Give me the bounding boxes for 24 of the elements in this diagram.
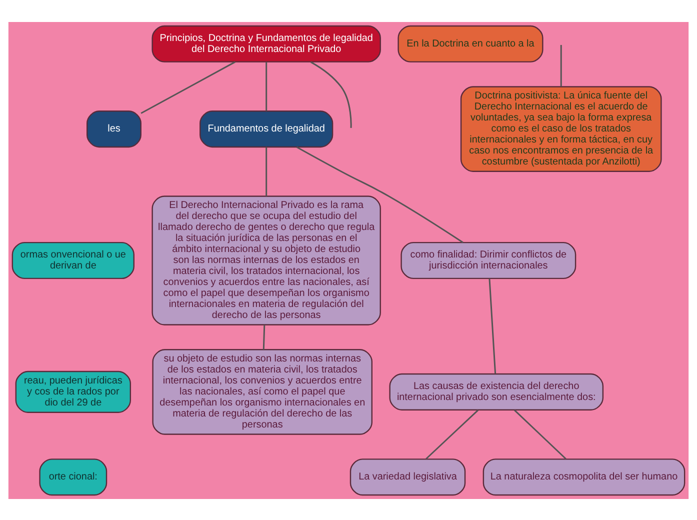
node-box: Las causas de existencia del derecho internacional privado son esencialmente dos: [389,372,604,410]
node-box: La variedad legislativa [350,458,466,496]
connector [140,60,236,114]
connector [266,146,268,196]
node-box: como finalidad: Dirimir conflictos de jurisdicción internacionales [400,241,576,279]
connector [488,278,496,374]
connector [262,324,266,350]
connector [426,409,479,459]
node-box: su objeto de estudio son las normas internas de los estados en materia civil, los tratados internacional, los convenios y acuerdos entre las nacionales, así como el papel que desempeñan los organismo internacionales en materia de regulación del derecho de las personas [152,348,372,434]
node-box: Fundamentos de legalidad [200,110,334,148]
node-box: orte cional: [39,458,108,496]
node-box: En la Doctrina en cuanto a la [398,24,544,62]
connector [266,62,268,110]
node-box: ormas onvencional o ue derivan de [12,241,134,279]
node-box: El Derecho Internacional Privado es la rama del derecho que se ocupa del estudio del llamado derecho de gentes o derecho que regula la situación jurídica de las personas en el ámbito internacional y su objeto de estudio son las normas internas de los estados en materia civil, los tratados internacional, los convenios y acuerdos entre las nacionales, así como el papel que desempeñan los organismo internacionales en materia de regulación del derecho de las personas [152,195,381,325]
node-box: les [86,110,142,148]
connector [310,60,352,128]
node-box: reau, pueden jurídicas y cos de la rados por dio del 29 de [15,370,132,412]
node-box: La naturaleza cosmopolita del ser humano [482,458,686,496]
node-box: Doctrina positivista: La única fuente del Derecho Internacional es el acuerdo de voluntades, ya sea bajo la forma expresa como es el caso de los tratados internacionales y en forma táctica, en cuy caso nos encontramos en presencia de la costumbre (sustentada por Anzilotti) [460,86,662,172]
connector [514,409,566,459]
connector [560,44,562,86]
node-box: Principios, Doctrina y Fundamentos de legalidad del Derecho Internacional Privado [152,24,381,62]
connector [296,146,464,243]
